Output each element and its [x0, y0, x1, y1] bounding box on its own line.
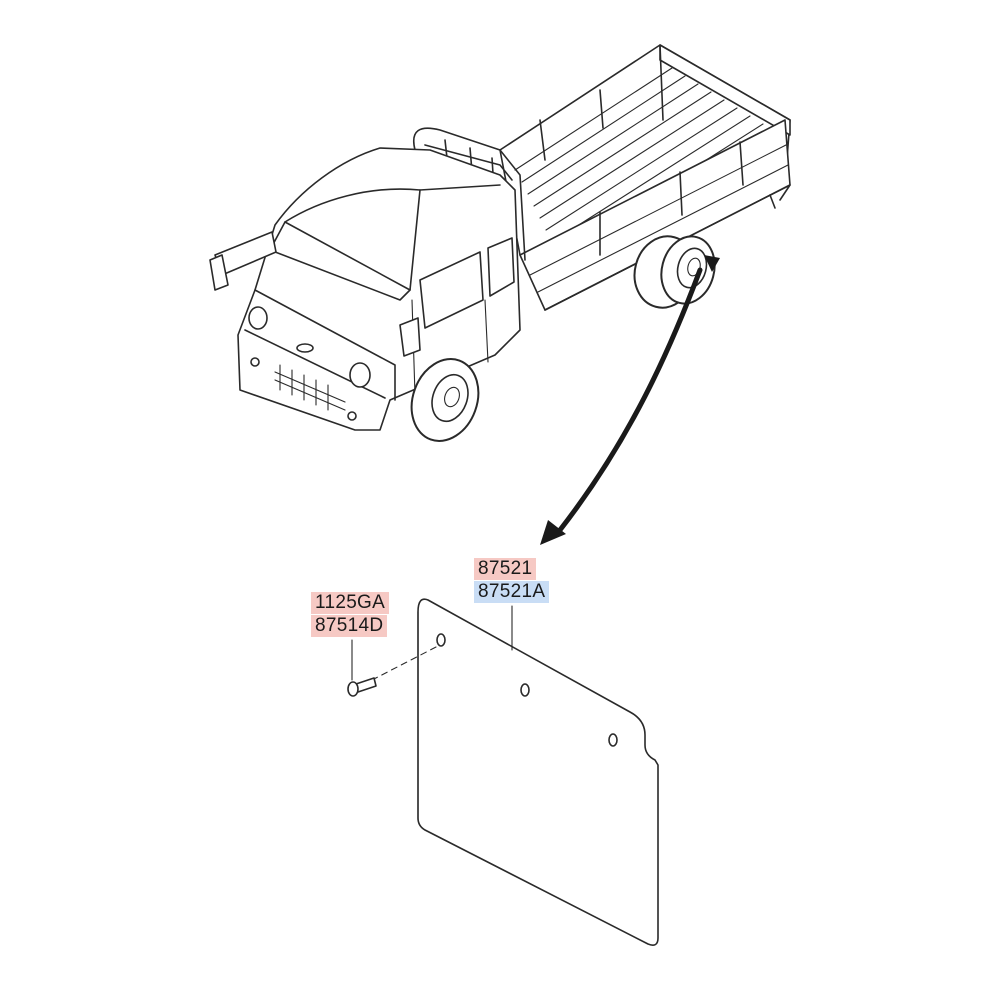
mud-guard-part — [417, 598, 659, 946]
bolt-dash-line — [371, 645, 439, 681]
bolt-part — [347, 639, 439, 697]
headlight-right — [349, 362, 371, 388]
mounting-hole-2 — [520, 683, 530, 697]
bolt-head — [347, 681, 359, 697]
headlight-left — [248, 306, 268, 330]
windshield — [269, 221, 411, 301]
truck-illustration — [209, 44, 791, 442]
mirror-right — [399, 317, 421, 357]
arrow-head-top — [704, 255, 720, 272]
side-window-rear — [487, 237, 515, 297]
mirror-left-head — [209, 254, 229, 291]
cab-guard-rack — [413, 127, 526, 261]
mud-guard-panel — [417, 598, 659, 946]
emblem — [296, 343, 314, 353]
part-code-87521A[interactable]: 87521A — [474, 581, 550, 603]
bolt-shank — [355, 677, 377, 693]
part-code-87521[interactable]: 87521 — [474, 558, 537, 580]
part-code-1125GA[interactable]: 1125GA — [311, 592, 390, 614]
part-code-87514D[interactable]: 87514D — [311, 615, 388, 637]
location-arrow — [540, 255, 720, 545]
side-window-front — [419, 251, 484, 329]
arrow-head-bottom — [540, 520, 566, 545]
mounting-hole-3 — [608, 733, 618, 747]
front-wheel — [410, 358, 480, 442]
grille — [274, 364, 346, 411]
mounting-hole-1 — [436, 633, 446, 647]
